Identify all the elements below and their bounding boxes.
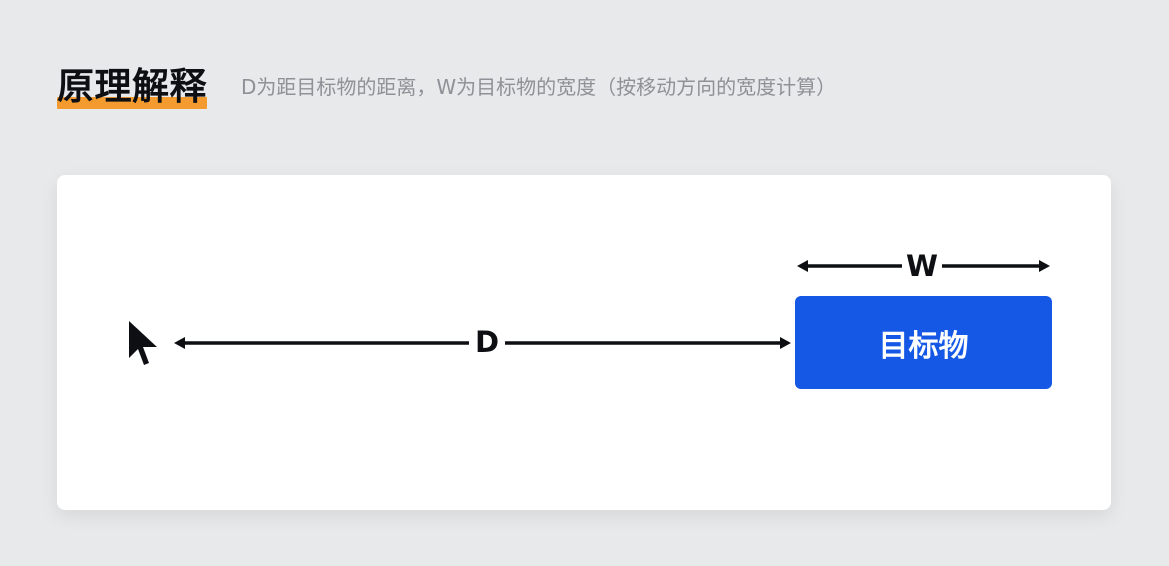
header: 原理解释 D为距目标物的距离，W为目标物的宽度（按移动方向的宽度计算） [57,62,836,112]
cursor-icon [129,321,157,365]
distance-label: D [469,328,505,357]
page-subtitle: D为距目标物的距离，W为目标物的宽度（按移动方向的宽度计算） [241,75,837,99]
title-highlight [57,97,207,109]
diagram-card: D W 目标物 [57,175,1111,510]
width-label: W [902,252,942,281]
target-box: 目标物 [795,296,1052,389]
page-title: 原理解释 [57,65,207,108]
target-label: 目标物 [878,328,969,364]
title-wrap: 原理解释 [57,63,207,111]
